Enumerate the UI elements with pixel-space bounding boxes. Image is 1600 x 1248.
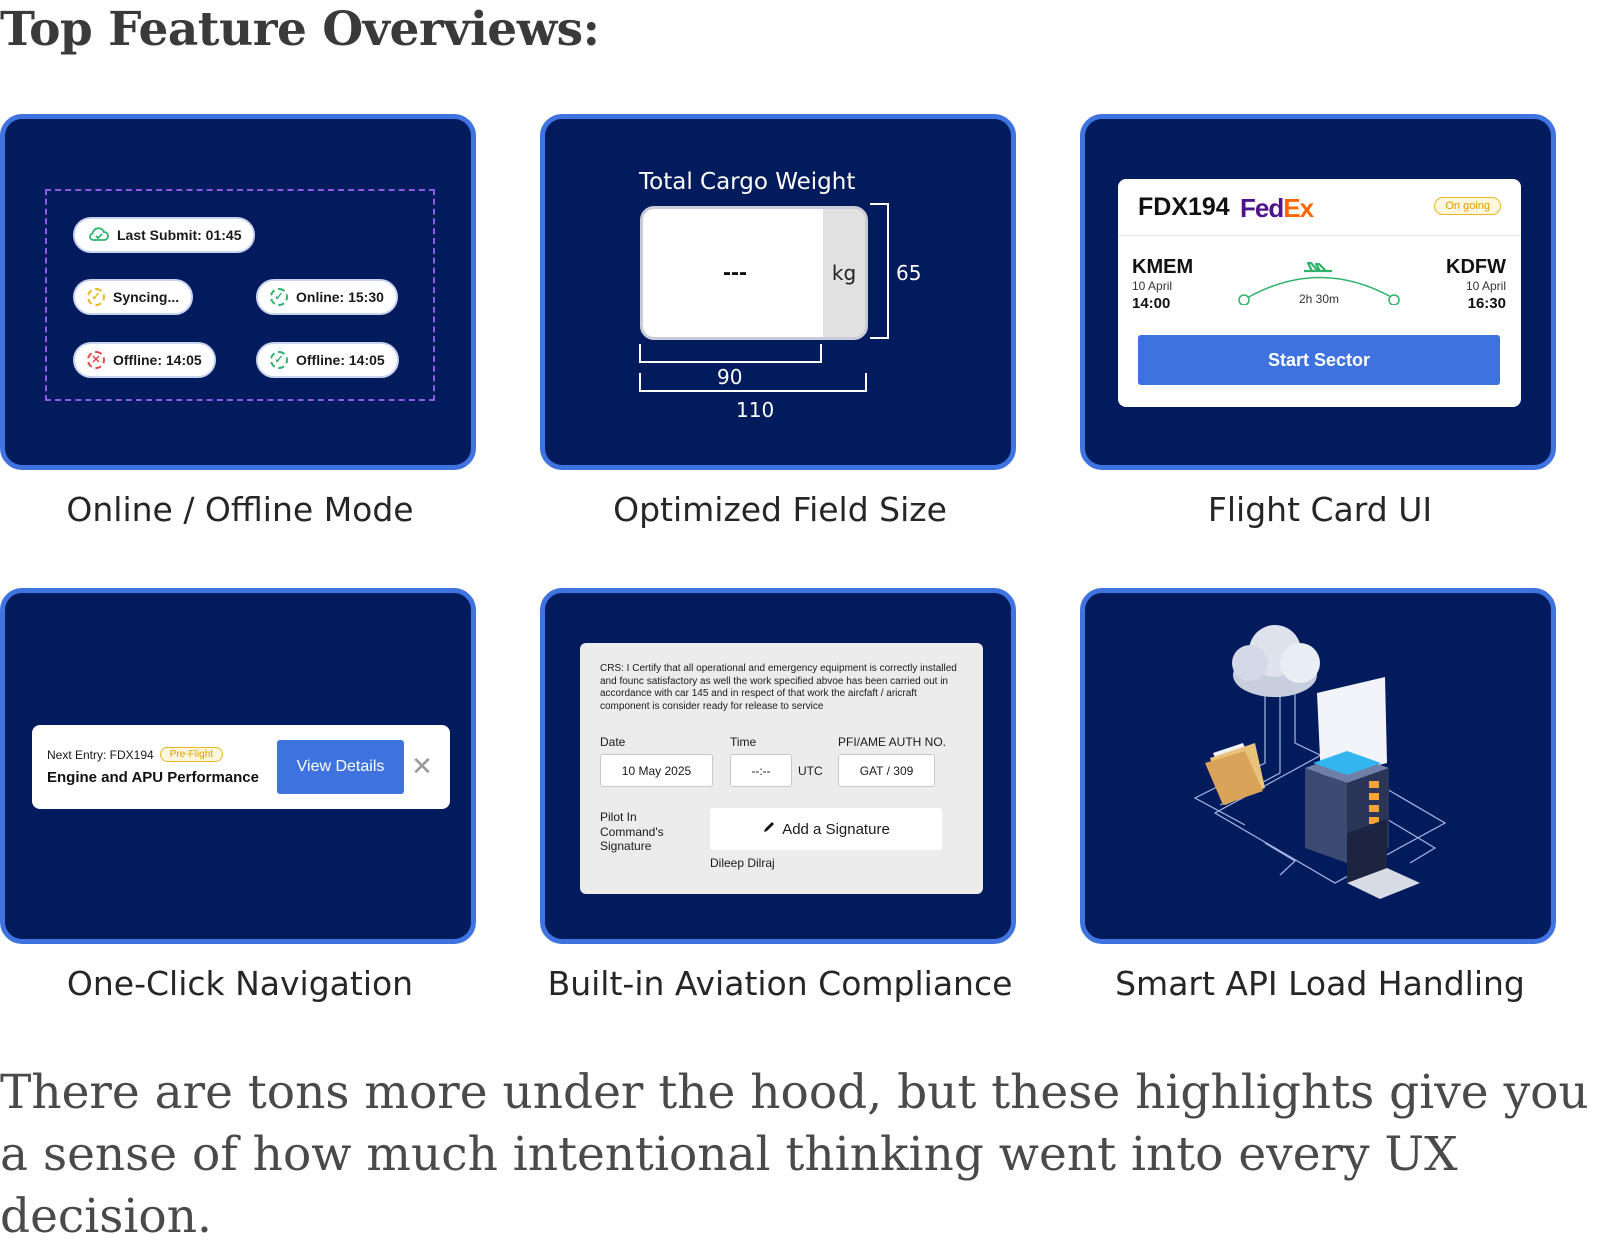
origin-time: 14:00 xyxy=(1132,295,1171,312)
feature-card-api-load xyxy=(1080,588,1556,944)
signer-name: Dileep Dilraj xyxy=(710,856,775,870)
feature-card-flight: FDX194 FedEx On going KMEM 10 April 14:0… xyxy=(1080,114,1556,470)
document-sheet xyxy=(1317,677,1387,779)
next-entry-label: Next Entry: FDX194 xyxy=(47,747,154,762)
api-load-illustration xyxy=(1193,625,1447,899)
cloud-icon xyxy=(1232,625,1320,697)
syncing-icon: ✓ xyxy=(87,288,105,306)
feature-card-compliance: CRS: I Certify that all operational and … xyxy=(540,588,1016,944)
cargo-weight-unit: kg xyxy=(823,209,865,337)
time-label: Time xyxy=(730,735,757,749)
add-signature-label: Add a Signature xyxy=(782,820,890,838)
caption-compliance: Built-in Aviation Compliance xyxy=(547,964,1013,1003)
laptop-icon xyxy=(1347,819,1420,899)
add-signature-button[interactable]: Add a Signature xyxy=(710,808,942,850)
offline-ok-pill: ✓ Offline: 14:05 xyxy=(256,342,399,378)
cargo-weight-label: Total Cargo Weight xyxy=(639,169,856,195)
crs-certification-text: CRS: I Certify that all operational and … xyxy=(600,663,957,712)
auth-number-field[interactable]: GAT / 309 xyxy=(838,754,935,787)
date-field[interactable]: 10 May 2025 xyxy=(600,754,713,787)
feature-card-navigation: Next Entry: FDX194 Pre-Flight Engine and… xyxy=(0,588,476,944)
date-label: Date xyxy=(600,735,626,749)
online-check-icon: ✓ xyxy=(270,288,288,306)
airplane-icon xyxy=(1304,261,1332,273)
offline-error-pill: ✕ Offline: 14:05 xyxy=(73,342,216,378)
next-entry-row: Next Entry: FDX194 Pre-Flight xyxy=(47,747,224,762)
signature-label: Pilot In Command's Signature xyxy=(600,810,664,853)
cargo-weight-field[interactable]: --- kg xyxy=(640,206,868,340)
start-sector-button[interactable]: Start Sector xyxy=(1138,335,1500,385)
cloud-check-icon xyxy=(87,225,109,246)
syncing-label: Syncing... xyxy=(113,289,180,305)
destination-time: 16:30 xyxy=(1467,295,1506,312)
height-dimension: 65 xyxy=(896,261,922,285)
view-details-button[interactable]: View Details xyxy=(277,740,404,794)
dimension-lines xyxy=(639,203,889,392)
caption-api-load: Smart API Load Handling xyxy=(1115,964,1525,1003)
input-width-dimension: 90 xyxy=(717,365,743,389)
caption-flight-card: Flight Card UI xyxy=(1207,490,1433,529)
route-arc xyxy=(1238,276,1400,305)
total-width-dimension: 110 xyxy=(736,398,775,422)
entry-title: Engine and APU Performance xyxy=(47,769,259,786)
last-submit-label: Last Submit: 01:45 xyxy=(117,227,242,243)
caption-online-offline: Online / Offline Mode xyxy=(66,490,414,529)
flight-number: FDX194 xyxy=(1138,193,1230,221)
last-submit-pill: Last Submit: 01:45 xyxy=(73,217,256,253)
online-pill: ✓ Online: 15:30 xyxy=(256,279,398,315)
utc-label: UTC xyxy=(798,764,823,778)
auth-number-label: PFI/AME AUTH NO. xyxy=(838,735,947,749)
origin-code: KMEM xyxy=(1132,256,1194,278)
offline-error-label: Offline: 14:05 xyxy=(113,352,202,368)
pencil-icon xyxy=(762,820,776,838)
divider xyxy=(1118,235,1521,236)
pre-flight-badge: Pre-Flight xyxy=(159,747,224,762)
time-field[interactable]: --:-- xyxy=(730,754,792,787)
close-icon[interactable]: ✕ xyxy=(411,751,433,781)
status-badge: On going xyxy=(1434,197,1501,215)
caption-navigation: One-Click Navigation xyxy=(66,964,414,1003)
page-heading: Top Feature Overviews: xyxy=(0,2,600,57)
caption-field-size: Optimized Field Size xyxy=(613,490,947,529)
flight-card: FDX194 FedEx On going KMEM 10 April 14:0… xyxy=(1118,179,1521,407)
offline-error-icon: ✕ xyxy=(87,351,105,369)
syncing-pill: ✓ Syncing... xyxy=(73,279,194,315)
online-label: Online: 15:30 xyxy=(296,289,384,305)
offline-check-icon: ✓ xyxy=(270,351,288,369)
destination-date: 10 April xyxy=(1465,279,1506,293)
next-entry-card: Next Entry: FDX194 Pre-Flight Engine and… xyxy=(32,725,450,809)
closing-paragraph: There are tons more under the hood, but … xyxy=(0,1065,1589,1244)
airline-logo: FedEx xyxy=(1240,193,1314,223)
offline-ok-label: Offline: 14:05 xyxy=(296,352,385,368)
origin-date: 10 April xyxy=(1132,279,1173,293)
destination-code: KDFW xyxy=(1446,256,1506,278)
folder-icon xyxy=(1205,743,1265,805)
cargo-weight-value: --- xyxy=(723,259,747,286)
flight-duration: 2h 30m xyxy=(1298,292,1340,306)
crs-form: CRS: I Certify that all operational and … xyxy=(580,643,983,894)
status-group-frame xyxy=(45,189,435,401)
feature-card-field-size: Total Cargo Weight --- kg 65 90 110 xyxy=(540,114,1016,470)
feature-card-online-offline: Last Submit: 01:45 ✓ Syncing... ✓ Online… xyxy=(0,114,476,470)
